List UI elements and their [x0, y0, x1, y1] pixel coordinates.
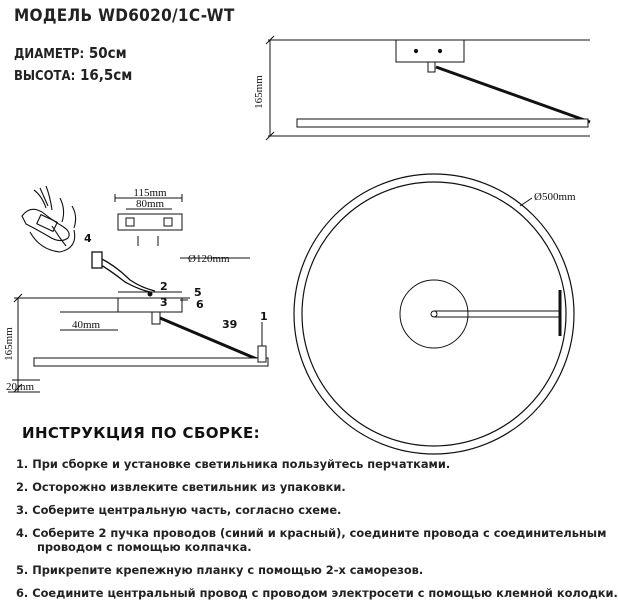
list-item: 6. Соедините центральный провод с провод… — [16, 586, 618, 600]
ring-thickness-label: 20mm — [6, 381, 35, 393]
instructions-title: ИНСТРУКЦИЯ ПО СБОРКЕ: — [22, 424, 261, 442]
callout-6: 6 — [196, 298, 204, 311]
callout-1: 1 — [260, 310, 268, 323]
list-item: 3. Соберите центральную часть, согласно … — [16, 503, 342, 517]
callout-2: 2 — [160, 280, 168, 293]
top-width-label: 115mm — [133, 187, 167, 199]
list-item: 2. Осторожно извлеките светильник из упа… — [16, 480, 346, 494]
wire-bundle — [91, 251, 156, 293]
diameter-label: ДИАМЕТР: — [14, 47, 85, 62]
list-item: 5. Прикрепите крепежную планку с помощью… — [16, 563, 424, 577]
callout-4: 4 — [84, 232, 92, 245]
canopy-diameter-label: Ø120mm — [188, 253, 230, 265]
instructions-list: 1. При сборке и установке светильника по… — [16, 457, 618, 609]
callout-5: 5 — [194, 286, 202, 299]
callout-39: 39 — [222, 318, 237, 331]
height-label: ВЫСОТА: — [14, 69, 76, 84]
mounting-plate — [114, 194, 183, 246]
model-title: МОДЕЛЬ WD6020/1C-WT — [14, 6, 235, 26]
diameter-row: ДИАМЕТР: 50см — [14, 44, 127, 62]
side-height-label: 165mm — [253, 75, 265, 109]
ring-view — [293, 173, 575, 455]
assembly-height-label: 165mm — [3, 327, 15, 361]
height-row: ВЫСОТА: 16,5см — [14, 66, 132, 84]
list-item: 4. Соберите 2 пучка проводов (синий и кр… — [16, 526, 607, 554]
top-inner-label: 80mm — [136, 198, 165, 210]
screwdriver-icon — [180, 299, 267, 363]
assembly-view — [8, 257, 269, 393]
technical-drawing: 165mm 115mm 80mm Ø120mm 40mm 20mm 165mm … — [3, 35, 591, 455]
list-item: 1. При сборке и установке светильника по… — [16, 457, 451, 471]
canopy-depth-label: 40mm — [72, 319, 101, 331]
wiring-sketch — [21, 185, 77, 253]
ring-diameter-label: Ø500mm — [534, 191, 576, 203]
side-view — [265, 35, 591, 141]
diameter-value: 50см — [88, 44, 127, 62]
height-value: 16,5см — [79, 66, 133, 84]
callout-3: 3 — [160, 296, 168, 309]
